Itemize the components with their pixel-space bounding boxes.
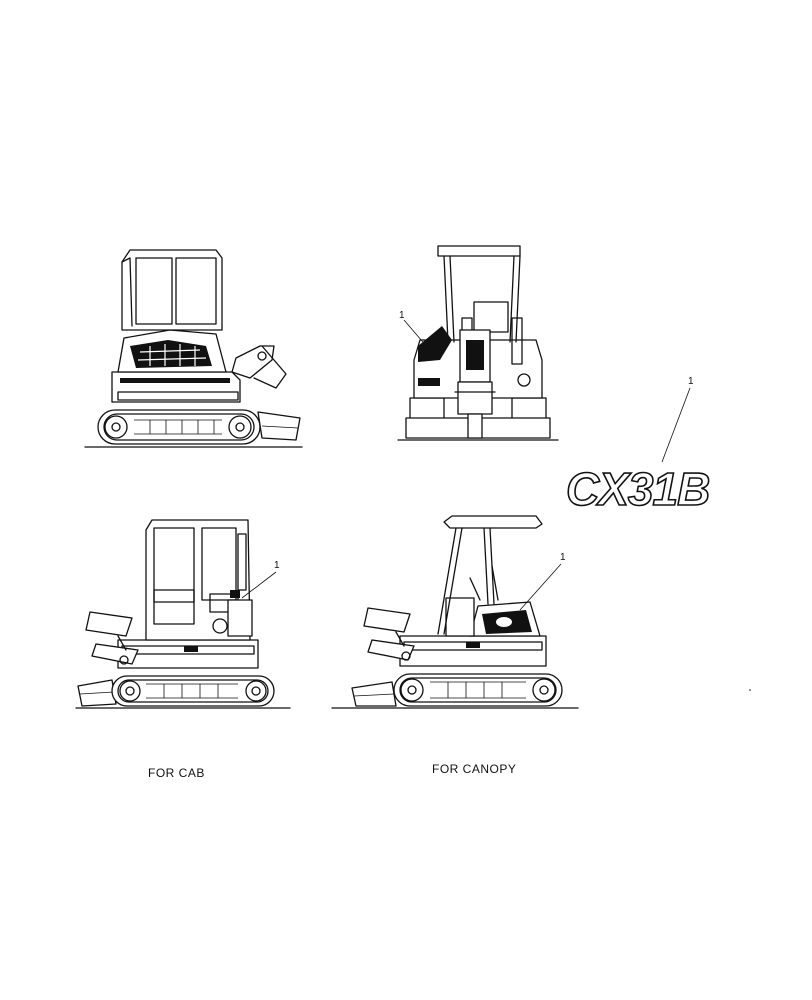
stray-mark	[749, 689, 751, 691]
cx31b-decal: CX31B 1	[565, 376, 711, 516]
caption-for-cab: FOR CAB	[148, 766, 205, 780]
cab-excavator-side-view-top	[84, 249, 303, 448]
canopy-excavator-side-view: 1	[331, 515, 579, 709]
canopy-excavator-front-view: 1	[397, 245, 559, 441]
callout-number: 1	[399, 310, 405, 321]
callout-number: 1	[274, 560, 280, 571]
decal-callout-number: 1	[688, 376, 694, 387]
cab-excavator-side-view-bottom: 1	[75, 519, 291, 709]
decal-text: CX31B	[566, 463, 709, 515]
callout-number: 1	[560, 552, 566, 563]
caption-for-canopy: FOR CANOPY	[432, 762, 517, 776]
